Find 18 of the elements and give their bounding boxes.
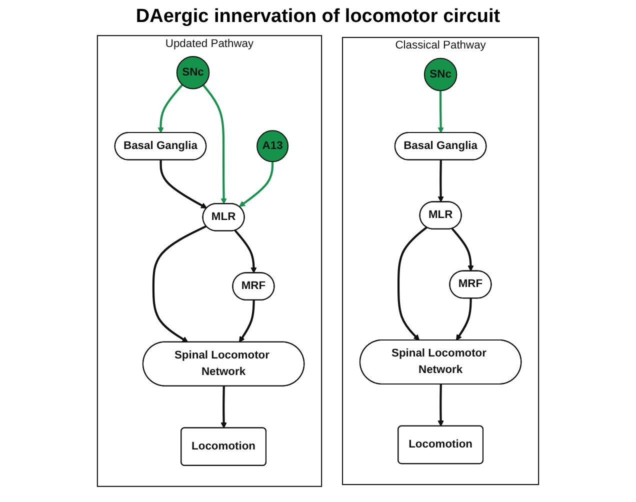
arrow	[451, 228, 474, 272]
arrow	[438, 384, 444, 426]
arrow	[438, 160, 444, 202]
arrow	[202, 84, 227, 204]
node-circle: A13	[256, 130, 289, 162]
arrow	[238, 300, 255, 342]
arrow	[152, 225, 207, 342]
arrow	[456, 298, 472, 341]
arrow	[160, 160, 208, 208]
node-circle: SNc	[424, 58, 458, 92]
arrow	[234, 230, 257, 274]
arrow	[158, 84, 184, 134]
arrow	[397, 226, 428, 341]
diagram-title: DAergic innervation of locomotor circuit	[134, 6, 502, 28]
node-circle: SNc	[176, 56, 210, 90]
arrow	[220, 386, 227, 428]
arrow	[438, 90, 444, 134]
arrow	[238, 162, 274, 207]
